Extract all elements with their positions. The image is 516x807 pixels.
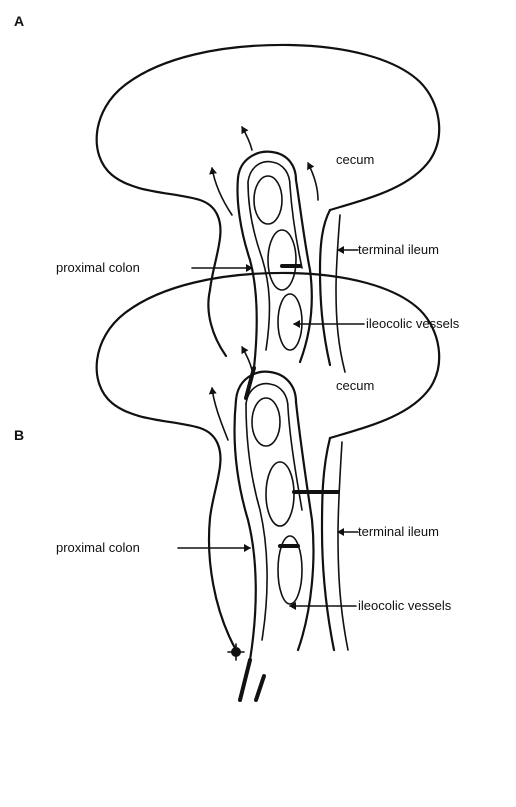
panel-b-colon-wall-left: [209, 518, 236, 650]
panel-b-label-ileocolic-vessels: ileocolic vessels: [358, 598, 452, 613]
panel-a-label-cecum: cecum: [336, 152, 374, 167]
panel-b-label-cecum: cecum: [336, 378, 374, 393]
panel-a-letter: A: [14, 13, 24, 29]
panel-a-vessel-loop-1: [254, 176, 282, 224]
panel-a-label-ileocolic-vessels: ileocolic vessels: [366, 316, 460, 331]
panel-a-label-proximal-colon: proximal colon: [56, 260, 140, 275]
panel-a-ileum-tube-right: [296, 180, 312, 362]
panel-b-vessel-stem: [240, 660, 250, 700]
panel-b-star-marker: [228, 644, 244, 660]
panel-b-vessel-stem-2: [256, 676, 264, 700]
panel-b: B cecum terminal il: [14, 273, 452, 700]
panel-a-vessel-loop-2: [268, 230, 296, 290]
panel-a: A cecum terminal ileum proximal colon i: [14, 13, 460, 398]
panel-b-vessel-loop-2: [266, 462, 294, 526]
panel-b-ileum-tube-right: [296, 402, 313, 650]
panel-a-ileum-wall-inner: [336, 215, 345, 372]
panel-b-ileum-tube-left: [235, 400, 256, 660]
panel-b-letter: B: [14, 427, 24, 443]
panel-a-flow-arrow-3: [308, 163, 318, 200]
panel-b-flow-arrow-1: [212, 388, 228, 440]
panel-b-label-terminal-ileum: terminal ileum: [358, 524, 439, 539]
panel-b-ileum-wall-inner: [338, 442, 348, 650]
panel-a-vessel-loop-3: [278, 294, 302, 350]
panel-a-ileum-wall: [320, 210, 330, 365]
panel-a-label-terminal-ileum: terminal ileum: [358, 242, 439, 257]
panel-b-label-proximal-colon: proximal colon: [56, 540, 140, 555]
panel-b-flow-arrow-2: [242, 347, 252, 370]
panel-a-flow-arrow-2: [242, 127, 252, 150]
panel-b-ileum-wall: [322, 438, 334, 650]
panel-a-flow-arrow-1: [212, 168, 232, 215]
panel-b-vessel-loop-1: [252, 398, 280, 446]
panel-a-colon-wall-left: [208, 290, 226, 356]
